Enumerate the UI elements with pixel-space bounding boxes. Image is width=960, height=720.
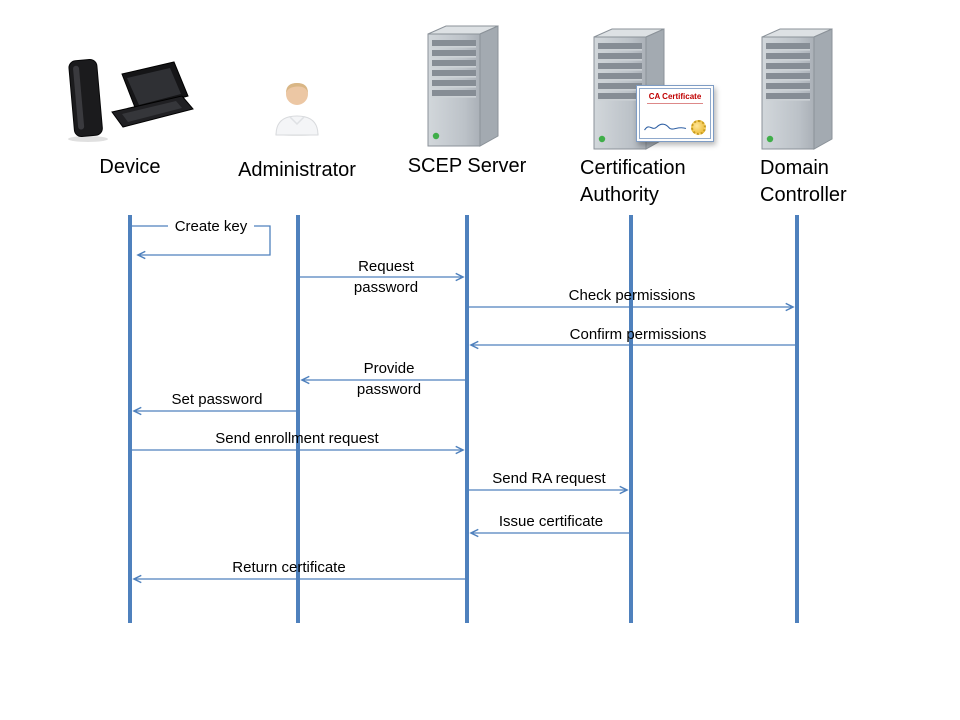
lifeline-certification-authority xyxy=(629,215,633,623)
domain-controller-server-icon xyxy=(758,27,834,151)
ca-certificate-rule xyxy=(647,103,703,104)
actor-label-scep-server: SCEP Server xyxy=(407,155,527,177)
ca-certificate-title: CA Certificate xyxy=(648,92,702,101)
actor-label-administrator: Administrator xyxy=(238,159,356,181)
administrator-icon xyxy=(272,78,322,136)
message-label-provide-password: Provide password xyxy=(356,360,422,398)
certificate-seal-icon xyxy=(691,120,706,135)
device-icon xyxy=(52,52,194,144)
actor-label-device: Device xyxy=(99,156,161,178)
lifeline-device xyxy=(128,215,132,623)
message-label-confirm-permissions: Confirm permissions xyxy=(569,326,707,343)
lifeline-administrator xyxy=(296,215,300,623)
scep-server-icon xyxy=(424,24,500,148)
ca-certificate-badge: CA Certificate xyxy=(636,85,714,142)
ca-certificate-frame: CA Certificate xyxy=(639,88,711,139)
message-label-check-permissions: Check permissions xyxy=(568,287,696,304)
message-label-request-password: Request password xyxy=(353,258,419,296)
lifeline-domain-controller xyxy=(795,215,799,623)
message-label-set-password: Set password xyxy=(171,391,263,408)
message-label-create-key: Create key xyxy=(168,216,254,237)
actor-label-certification-authority: Certification Authority xyxy=(580,157,686,206)
message-label-return-certificate: Return certificate xyxy=(232,559,346,576)
message-label-send-enrollment-request: Send enrollment request xyxy=(215,430,379,447)
signature-icon xyxy=(644,123,687,131)
lifeline-scep-server xyxy=(465,215,469,623)
message-label-issue-certificate: Issue certificate xyxy=(498,513,604,530)
actor-label-domain-controller: Domain Controller xyxy=(760,157,847,206)
message-label-send-ra-request: Send RA request xyxy=(492,470,606,487)
